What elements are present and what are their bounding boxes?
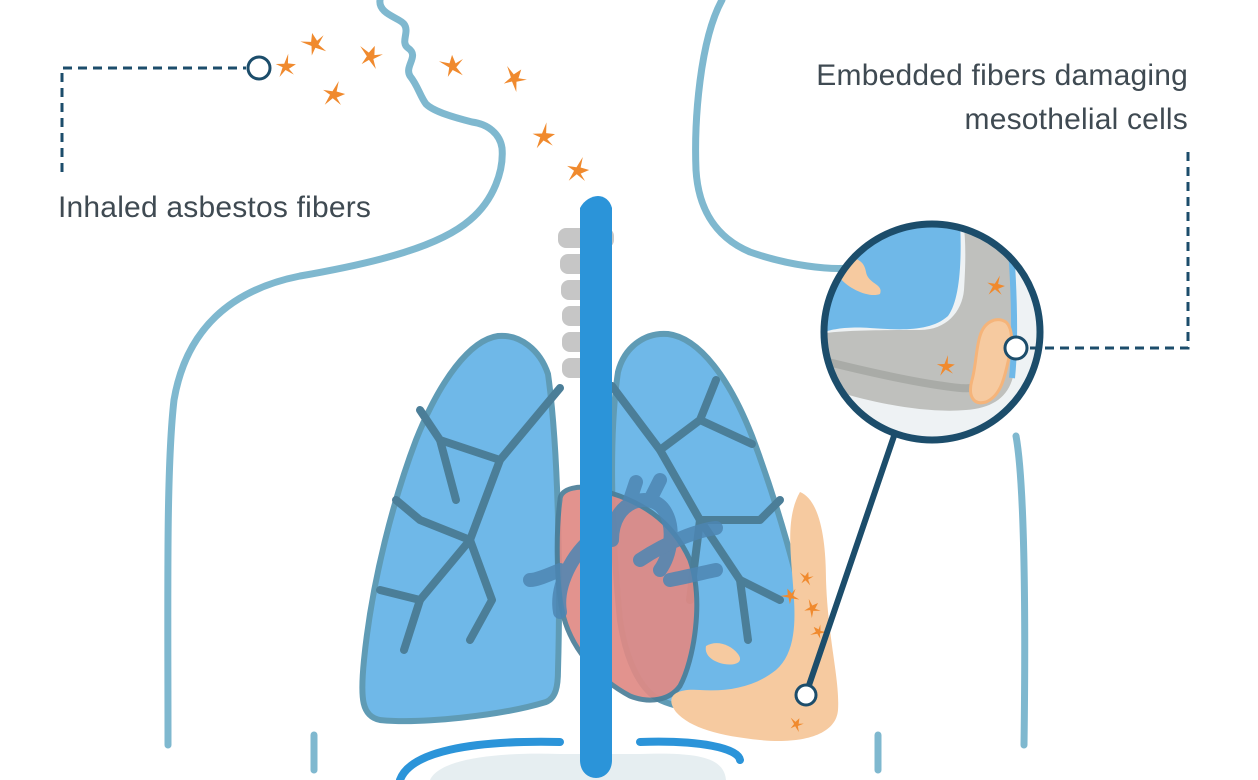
trachea <box>573 187 620 778</box>
embedded-fibers-label-line2: mesothelial cells <box>964 103 1188 136</box>
callout-dot-icon <box>246 55 272 81</box>
face-profile <box>164 0 506 749</box>
asbestos-fiber-icon <box>565 156 591 184</box>
embedded-fibers-label-line1: Embedded fibers damaging <box>816 59 1188 92</box>
zoom-connector <box>803 433 897 697</box>
embedded-callout <box>1003 146 1190 361</box>
body-outline <box>164 0 1029 774</box>
inhaled-callout <box>60 55 272 172</box>
callout-dot-icon <box>794 683 818 707</box>
asbestos-fiber-icon <box>298 29 330 59</box>
asbestos-fiber-icon <box>273 52 299 80</box>
pulmonary-artery <box>633 521 723 567</box>
aorta <box>605 493 678 577</box>
asbestos-fiber-icon <box>355 42 385 70</box>
lower-organ <box>430 753 726 780</box>
embedded-fibers-label: Embedded fibers damaging mesothelial cel… <box>816 54 1188 142</box>
asbestos-fiber-icon <box>321 80 347 108</box>
asbestos-fiber-icon <box>438 53 466 79</box>
tumor-spot <box>705 643 741 665</box>
back-of-head <box>692 0 854 272</box>
callout-dot-icon <box>1003 335 1029 361</box>
inhaled-fibers-label: Inhaled asbestos fibers <box>58 191 372 224</box>
zoom-magnifier <box>820 220 1044 444</box>
asbestos-fiber-icon <box>529 120 559 152</box>
diaphragm <box>396 737 744 780</box>
left-lung <box>359 332 562 725</box>
right-arm-edge <box>1012 432 1029 749</box>
asbestos-fiber-icon <box>498 62 530 94</box>
pleural-tumor <box>671 492 839 741</box>
